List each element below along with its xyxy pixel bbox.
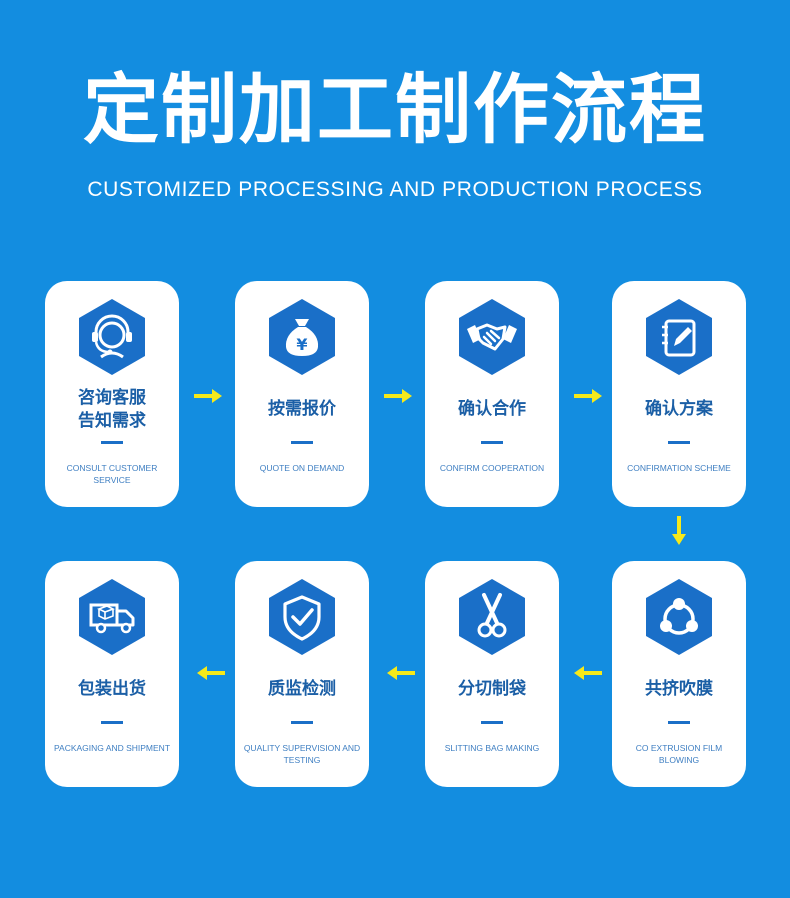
step-title: 确认合作 — [458, 399, 526, 419]
step-card-confirm-scheme: 确认方案 CONFIRMATION SCHEME — [612, 281, 746, 507]
arrow-right-icon — [194, 389, 222, 403]
step-subtitle: SLITTING BAG MAKING — [444, 743, 540, 753]
arrow-right-icon — [574, 389, 602, 403]
step-card-quote: ¥ 按需报价 QUOTE ON DEMAND — [235, 281, 369, 507]
arrow-left-icon — [387, 666, 415, 680]
arrow-right-icon — [384, 389, 412, 403]
step-card-packaging: 包装出货 PACKAGING AND SHIPMENT — [45, 561, 179, 787]
divider — [668, 721, 690, 724]
step-subtitle: CONSULT CUSTOMER SERVICE — [66, 463, 158, 485]
arrow-left-icon — [197, 666, 225, 680]
page-subtitle: CUSTOMIZED PROCESSING AND PRODUCTION PRO… — [87, 178, 703, 201]
step-subtitle: QUOTE ON DEMAND — [259, 463, 345, 473]
divider — [291, 441, 313, 444]
divider — [101, 441, 123, 444]
network-nodes-icon — [646, 579, 712, 655]
handshake-icon — [459, 299, 525, 375]
page-title: 定制加工制作流程 — [83, 65, 707, 154]
arrow-down-icon — [672, 516, 686, 545]
step-card-quality: 质监检测 QUALITY SUPERVISION AND TESTING — [235, 561, 369, 787]
divider — [101, 721, 123, 724]
divider — [291, 721, 313, 724]
headset-icon — [79, 299, 145, 375]
notebook-pen-icon — [646, 299, 712, 375]
step-card-consult: 咨询客服 告知需求 CONSULT CUSTOMER SERVICE — [45, 281, 179, 507]
step-subtitle: CONFIRMATION SCHEME — [627, 463, 731, 473]
step-title: 确认方案 — [645, 399, 713, 419]
step-subtitle: QUALITY SUPERVISION AND TESTING — [243, 743, 361, 765]
step-title: 分切制袋 — [458, 679, 526, 699]
divider — [481, 441, 503, 444]
money-bag-icon: ¥ — [269, 299, 335, 375]
svg-text:¥: ¥ — [296, 335, 307, 354]
delivery-truck-icon — [79, 579, 145, 655]
step-card-confirm-cooperation: 确认合作 CONFIRM COOPERATION — [425, 281, 559, 507]
step-subtitle: PACKAGING AND SHIPMENT — [53, 743, 171, 753]
arrow-left-icon — [574, 666, 602, 680]
step-title: 按需报价 — [268, 399, 336, 419]
divider — [668, 441, 690, 444]
shield-check-icon — [269, 579, 335, 655]
step-subtitle: CONFIRM COOPERATION — [439, 463, 545, 473]
step-subtitle: CO EXTRUSION FILM BLOWING — [635, 743, 723, 765]
step-title: 质监检测 — [268, 679, 336, 699]
step-card-slitting: 分切制袋 SLITTING BAG MAKING — [425, 561, 559, 787]
step-title: 包装出货 — [78, 679, 146, 699]
scissors-icon — [459, 579, 525, 655]
step-card-coextrusion: 共挤吹膜 CO EXTRUSION FILM BLOWING — [612, 561, 746, 787]
divider — [481, 721, 503, 724]
step-title: 咨询客服 告知需求 — [78, 388, 146, 431]
step-title: 共挤吹膜 — [645, 679, 713, 699]
